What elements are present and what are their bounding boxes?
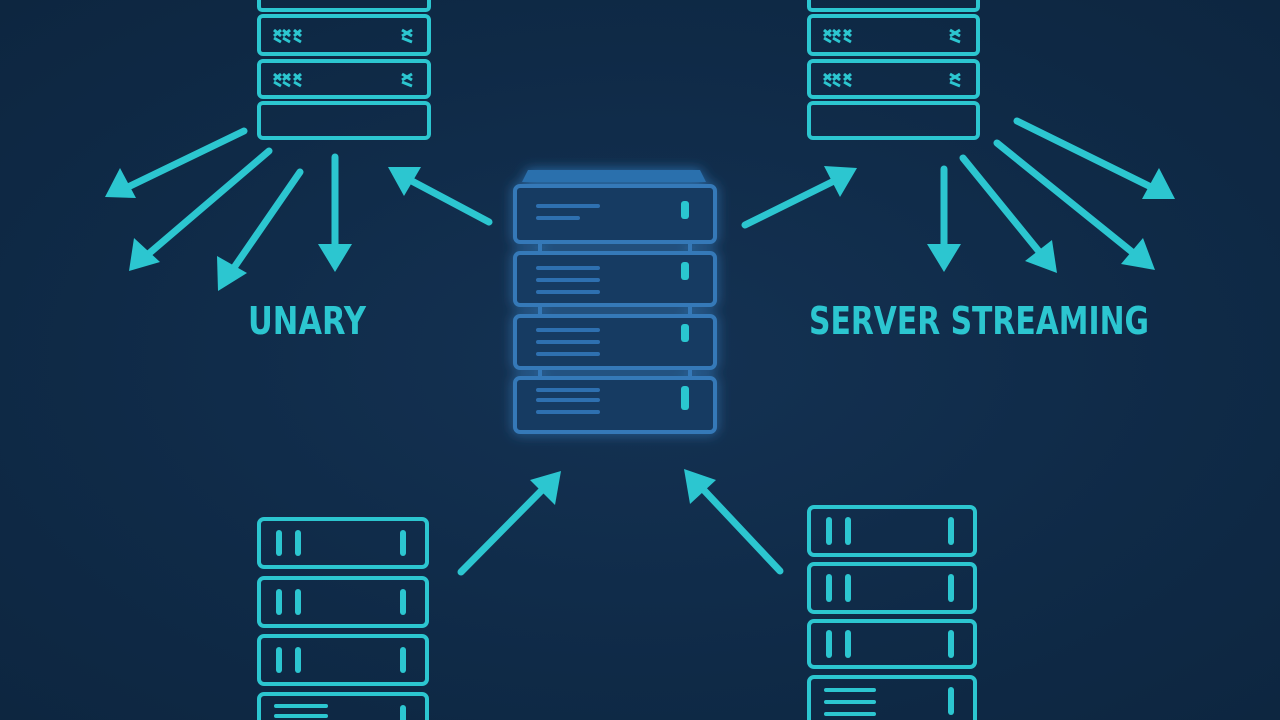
server-unit xyxy=(257,692,429,720)
server-led-icon xyxy=(826,517,954,715)
server-unit xyxy=(257,14,431,56)
server-unit xyxy=(257,634,429,686)
arrow-icon xyxy=(993,139,1155,270)
unary-label: UNARY xyxy=(248,299,366,343)
arrow-icon xyxy=(129,147,273,271)
unary-client-server xyxy=(257,0,431,140)
server-top-cap xyxy=(522,170,706,182)
server-streaming-label: SERVER STREAMING xyxy=(809,299,1149,343)
server-unit xyxy=(807,562,977,614)
server-led-icon xyxy=(681,201,689,410)
server-vent-icon xyxy=(823,28,961,88)
arrow-icon xyxy=(1013,117,1175,199)
server-unit xyxy=(807,0,980,12)
arrow-icon xyxy=(741,166,857,229)
bottom-left-server xyxy=(257,517,429,720)
server-unit xyxy=(807,675,977,720)
arrow-icon xyxy=(684,469,784,575)
server-unit xyxy=(807,59,980,99)
server-unit xyxy=(807,505,977,557)
arrow-icon xyxy=(927,165,961,272)
arrow-icon xyxy=(217,168,304,291)
server-unit xyxy=(513,184,717,244)
server-unit xyxy=(257,576,429,628)
server-vent-icon xyxy=(273,28,413,88)
server-unit xyxy=(257,0,431,12)
central-server xyxy=(513,170,717,434)
server-unit xyxy=(807,619,977,669)
server-drive-lines xyxy=(274,704,328,718)
arrows xyxy=(105,117,1175,576)
arrow-icon xyxy=(318,153,352,272)
server-unit xyxy=(257,517,429,569)
arrow-icon xyxy=(105,127,248,198)
arrow-icon xyxy=(959,154,1057,273)
streaming-client-server xyxy=(807,0,980,140)
server-drive-lines xyxy=(536,204,600,414)
server-unit xyxy=(807,101,980,140)
arrow-icon xyxy=(388,167,493,226)
server-unit xyxy=(257,59,431,99)
server-led-icon xyxy=(276,530,406,720)
arrow-icon xyxy=(457,471,561,576)
server-unit xyxy=(807,14,980,56)
server-drive-lines xyxy=(824,688,876,716)
server-unit xyxy=(257,101,431,140)
bottom-right-server xyxy=(807,505,977,720)
